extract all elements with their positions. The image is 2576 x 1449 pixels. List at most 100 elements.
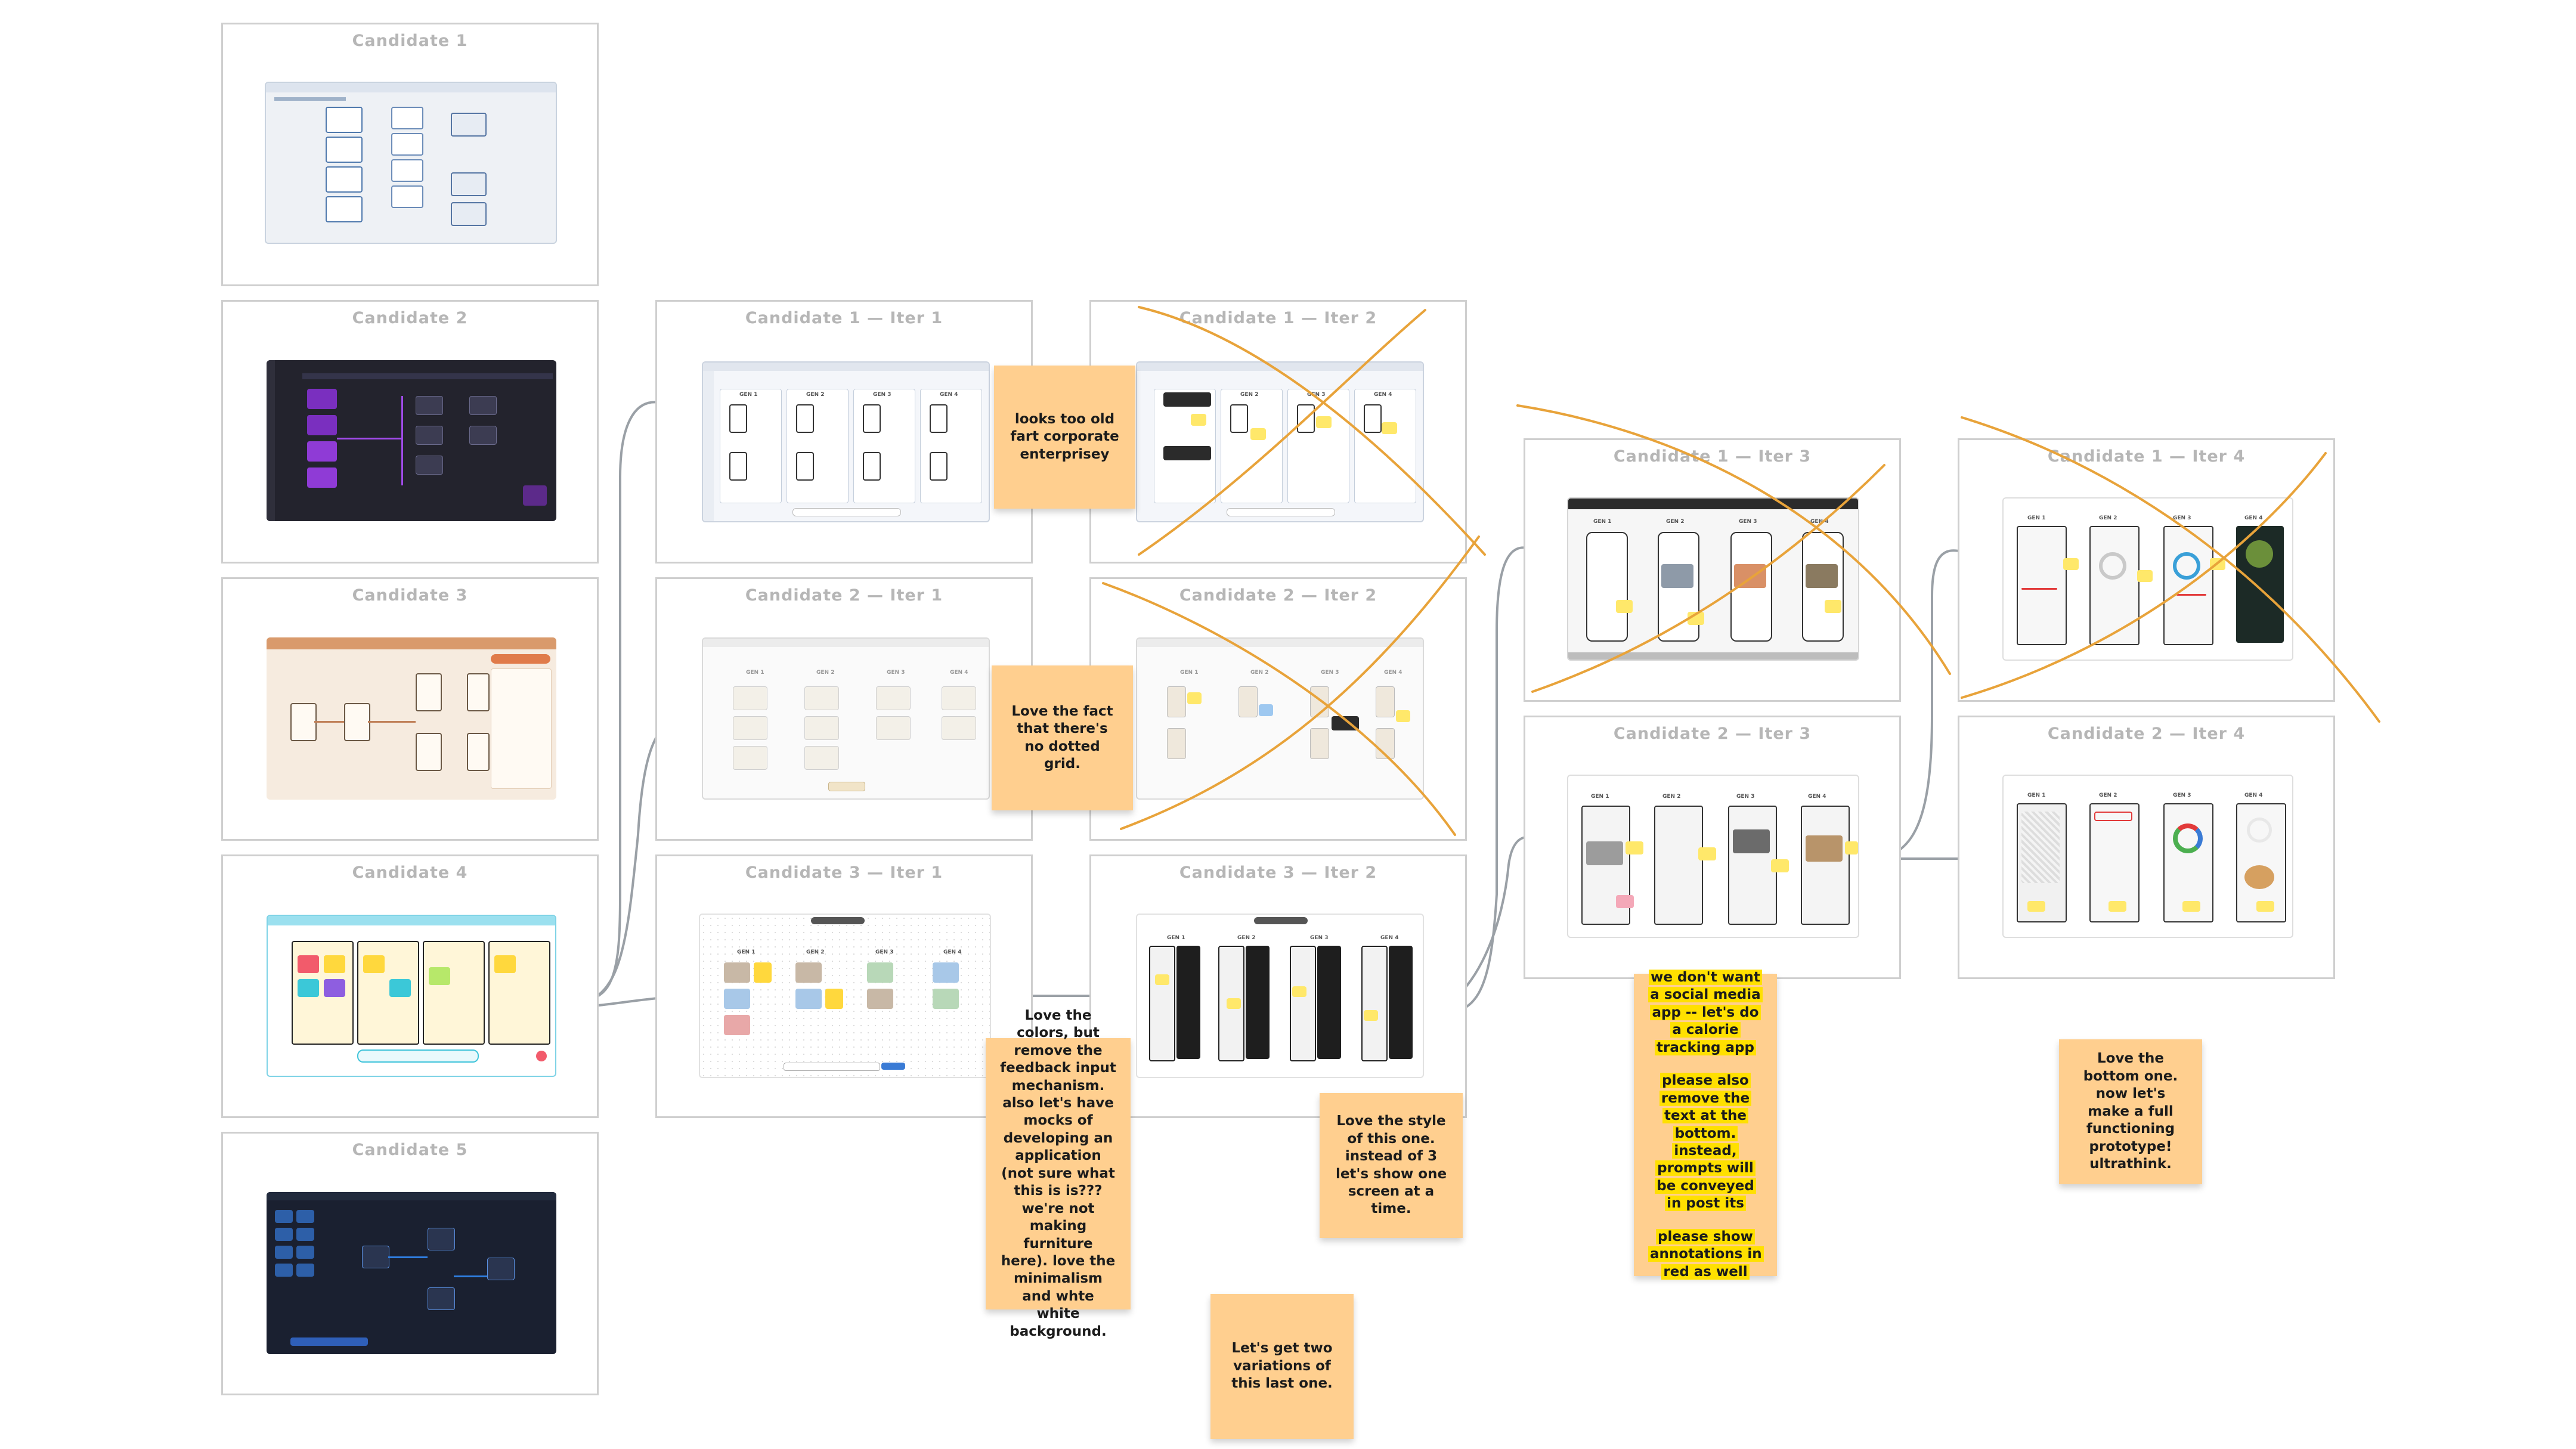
gen-label: GEN 2	[1237, 935, 1256, 941]
gen-label: GEN 1	[1167, 935, 1185, 941]
sticky-text: Love the bottom one. now let's make a fu…	[2083, 1051, 2178, 1172]
frame-candidate-1-iter-2[interactable]: Candidate 1 — Iter 2 GEN 2 GEN 3 GEN 4	[1089, 300, 1467, 564]
gen-label: GEN 4	[1380, 935, 1399, 941]
screenshot-c1-iter-1: GEN 1 GEN 2 GEN 3 GEN 4	[702, 361, 990, 522]
screenshot-c2-iter-1: GEN 1 GEN 2 GEN 3 GEN 4	[702, 637, 990, 800]
gen-label: GEN 1	[1180, 670, 1199, 676]
sticky-note-calorie-app[interactable]: we don't want a social media app -- let'…	[1634, 970, 1777, 1280]
sticky-highlight: please show annotations in red as well	[1648, 1228, 1764, 1280]
gen-label: GEN 2	[1250, 670, 1269, 676]
gen-label: GEN 3	[2173, 792, 2191, 798]
screenshot-c1-iter-3: GEN 1 GEN 2 GEN 3 GEN 4	[1567, 497, 1859, 661]
frame-candidate-1-iter-1[interactable]: Candidate 1 — Iter 1 GEN 1 GEN 2 GEN 3 G…	[655, 300, 1033, 564]
screenshot-c1-iter-4: GEN 1 GEN 2 GEN 3 GEN 4	[2002, 497, 2293, 661]
frame-title: Candidate 1	[352, 32, 468, 50]
gen-label: GEN 3	[875, 949, 894, 955]
gen-label: GEN 2	[1240, 392, 1259, 398]
frame-title: Candidate 2 — Iter 2	[1179, 586, 1377, 605]
sticky-note-corporate[interactable]: looks too old fart corporate enterprisey	[994, 366, 1135, 509]
gen-label: GEN 3	[1310, 935, 1329, 941]
screenshot-candidate-3	[267, 637, 556, 800]
sticky-text: Love the colors, but remove the feedback…	[1000, 1007, 1116, 1339]
screenshot-c3-iter-1: GEN 1 GEN 2 GEN 3 GEN 4	[699, 914, 991, 1078]
frame-candidate-4[interactable]: Candidate 4	[221, 854, 599, 1118]
sticky-text: we don't want a social media app -- let'…	[1648, 969, 1764, 1281]
frame-title: Candidate 2 — Iter 3	[1613, 724, 1812, 743]
frame-candidate-3[interactable]: Candidate 3	[221, 577, 599, 841]
gen-label: GEN 4	[943, 949, 962, 955]
gen-label: GEN 1	[737, 949, 756, 955]
sticky-note-prototype[interactable]: Love the bottom one. now let's make a fu…	[2059, 1039, 2202, 1184]
sticky-note-two-variations[interactable]: Let's get two variations of this last on…	[1210, 1294, 1354, 1439]
sticky-paragraph: we don't want a social media app -- let'…	[1648, 969, 1763, 1057]
gen-label: GEN 4	[1808, 794, 1826, 800]
sticky-note-dotted-grid[interactable]: Love the fact that there's no dotted gri…	[992, 665, 1133, 810]
frame-candidate-2-iter-2[interactable]: Candidate 2 — Iter 2 GEN 1 GEN 2 GEN 3 G…	[1089, 577, 1467, 841]
frame-candidate-1[interactable]: Candidate 1	[221, 23, 599, 286]
sticky-text: Love the style of this one. instead of 3…	[1335, 1113, 1447, 1217]
gen-label: GEN 1	[2027, 792, 2046, 798]
frame-candidate-3-iter-1[interactable]: Candidate 3 — Iter 1 GEN 1 GEN 2 GEN 3 G…	[655, 854, 1033, 1118]
frame-candidate-2-iter-1[interactable]: Candidate 2 — Iter 1 GEN 1 GEN 2 GEN 3 G…	[655, 577, 1033, 841]
gen-label: GEN 2	[806, 949, 825, 955]
frame-candidate-2-iter-3[interactable]: Candidate 2 — Iter 3 GEN 1 GEN 2 GEN 3 G…	[1524, 716, 1901, 979]
sticky-paragraph: please also remove the text at the botto…	[1648, 1072, 1763, 1213]
gen-label: GEN 3	[873, 392, 891, 398]
frame-candidate-5[interactable]: Candidate 5	[221, 1132, 599, 1395]
gen-label: GEN 4	[1374, 392, 1392, 398]
gen-label: GEN 4	[1810, 519, 1829, 525]
frame-title: Candidate 2 — Iter 4	[2047, 724, 2246, 743]
frame-title: Candidate 2 — Iter 1	[745, 586, 943, 605]
frame-title: Candidate 5	[352, 1141, 468, 1159]
sticky-text: looks too old fart corporate enterprisey	[1010, 411, 1119, 462]
frame-candidate-2-iter-4[interactable]: Candidate 2 — Iter 4 GEN 1 GEN 2 GEN 3 G…	[1958, 716, 2335, 979]
screenshot-candidate-2	[267, 360, 556, 521]
gen-label: GEN 2	[1666, 519, 1685, 525]
frame-title: Candidate 1 — Iter 4	[2047, 447, 2246, 466]
sticky-note-colors-feedback[interactable]: Love the colors, but remove the feedback…	[986, 1008, 1131, 1339]
gen-label: GEN 2	[1662, 794, 1681, 800]
screenshot-candidate-5	[267, 1192, 556, 1354]
frame-candidate-2[interactable]: Candidate 2	[221, 300, 599, 564]
gen-label: GEN 2	[806, 392, 825, 398]
frame-title: Candidate 3 — Iter 2	[1179, 863, 1377, 882]
frame-candidate-3-iter-2[interactable]: Candidate 3 — Iter 2 GEN 1 GEN 2 GEN 3 G…	[1089, 854, 1467, 1118]
gen-label: GEN 3	[887, 670, 905, 676]
gen-label: GEN 3	[1736, 794, 1755, 800]
gen-label: GEN 2	[816, 670, 835, 676]
sticky-text: Let's get two variations of this last on…	[1231, 1340, 1333, 1392]
frame-title: Candidate 1 — Iter 2	[1179, 309, 1377, 327]
screenshot-candidate-1	[265, 82, 557, 244]
frame-candidate-1-iter-4[interactable]: Candidate 1 — Iter 4 GEN 1 GEN 2 GEN 3 G…	[1958, 438, 2335, 702]
gen-label: GEN 1	[746, 670, 764, 676]
gen-label: GEN 4	[940, 392, 958, 398]
gen-label: GEN 4	[2244, 515, 2263, 521]
screenshot-candidate-4	[267, 915, 556, 1077]
gen-label: GEN 3	[2173, 515, 2191, 521]
gen-label: GEN 1	[2027, 515, 2046, 521]
frame-title: Candidate 1 — Iter 3	[1613, 447, 1812, 466]
frame-candidate-1-iter-3[interactable]: Candidate 1 — Iter 3 GEN 1 GEN 2 GEN 3 G…	[1524, 438, 1901, 702]
sticky-paragraph: please show annotations in red as well	[1648, 1228, 1764, 1281]
screenshot-c1-iter-2: GEN 2 GEN 3 GEN 4	[1136, 361, 1424, 522]
gen-label: GEN 2	[2099, 792, 2117, 798]
gen-label: GEN 4	[1384, 670, 1402, 676]
sticky-text: Love the fact that there's no dotted gri…	[1011, 703, 1113, 772]
screenshot-c2-iter-2: GEN 1 GEN 2 GEN 3 GEN 4	[1136, 637, 1424, 800]
frame-title: Candidate 3	[352, 586, 468, 605]
gen-label: GEN 3	[1321, 670, 1339, 676]
gen-label: GEN 1	[739, 392, 758, 398]
screenshot-c3-iter-2: GEN 1 GEN 2 GEN 3 GEN 4	[1136, 914, 1424, 1078]
gen-label: GEN 1	[1593, 519, 1612, 525]
gen-label: GEN 3	[1307, 392, 1326, 398]
gen-label: GEN 4	[2244, 792, 2263, 798]
screenshot-c2-iter-3: GEN 1 GEN 2 GEN 3 GEN 4	[1567, 775, 1859, 938]
frame-title: Candidate 2	[352, 309, 468, 327]
frame-title: Candidate 1 — Iter 1	[745, 309, 943, 327]
gen-label: GEN 2	[2099, 515, 2117, 521]
frame-title: Candidate 3 — Iter 1	[745, 863, 943, 882]
gen-label: GEN 1	[1591, 794, 1609, 800]
frame-title: Candidate 4	[352, 863, 468, 882]
screenshot-c2-iter-4: GEN 1 GEN 2 GEN 3 GEN 4	[2002, 775, 2293, 938]
sticky-note-style-one-screen[interactable]: Love the style of this one. instead of 3…	[1320, 1093, 1463, 1238]
